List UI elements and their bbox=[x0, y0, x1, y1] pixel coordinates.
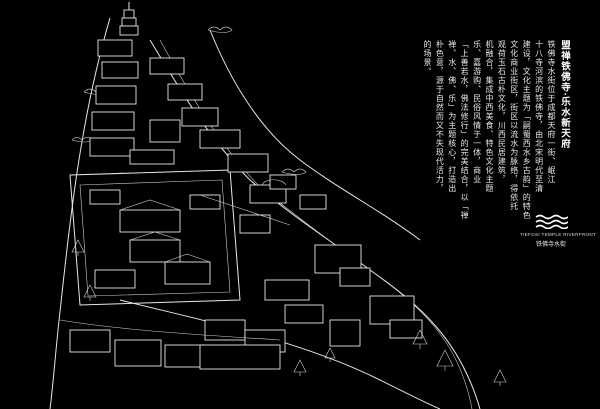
north-street-buildings bbox=[89, 39, 269, 173]
title: 盟禅铁佛寺·乐水新天府 bbox=[559, 40, 570, 150]
wave-logo-icon bbox=[535, 214, 568, 229]
body-line-2: 十八寺河滨的铁佛寺，由北宋明代至清 bbox=[534, 40, 544, 193]
description-text-block: 盟禅铁佛寺·乐水新天府 铁佛寺水街位于成都天府一街、岷江 十八寺河滨的铁佛寺，由… bbox=[372, 40, 572, 220]
body-line-1: 铁佛寺水街位于成都天府一街、岷江 bbox=[547, 40, 556, 184]
body-line-9: 禅、水、佛、乐」为主题核心，打造出 bbox=[447, 40, 457, 193]
body-line-7: 乐、嘉游购、民俗风情于一体，商业 bbox=[472, 40, 482, 184]
body-line-3: 建设，文化主题为「嗣蜀西水乡古韵」的特色 bbox=[522, 40, 532, 220]
cloud-motif-1 bbox=[207, 26, 233, 33]
logo-name-cn: 铁佛寺水街 bbox=[535, 241, 566, 248]
temple-compound bbox=[69, 169, 241, 306]
cloud-motif-4 bbox=[71, 137, 93, 143]
logo: TIEFOSI TEMPLE RIVERFRONT 铁佛寺水街 bbox=[520, 213, 597, 257]
road-edge-bottom bbox=[119, 299, 441, 409]
body-line-5: 观荷玉石古朴文化，川西民居建筑， bbox=[497, 40, 507, 184]
riverside-buildings bbox=[199, 174, 423, 347]
cloud-motif-3 bbox=[281, 168, 307, 175]
body-line-11: 的场景。 bbox=[422, 40, 432, 76]
body-line-10: 朴色意，源于自然而又不失现代活力， bbox=[435, 40, 445, 193]
road-edge-right-top bbox=[209, 29, 421, 241]
body-line-4: 文化商业街区，街区以流水为脉络，得依托 bbox=[509, 40, 519, 211]
road-edge-left bbox=[49, 17, 111, 409]
trees bbox=[71, 239, 507, 386]
body-line-8: 「上善若水，佛法修行」的完美结合，以「禅 bbox=[460, 40, 470, 220]
pagoda-drawing bbox=[119, 2, 139, 36]
body-line-6: 机融合，集成中西美食、特色文化主题 bbox=[484, 40, 494, 193]
logo-name-en: TIEFOSI TEMPLE RIVERFRONT bbox=[520, 232, 597, 237]
south-street-buildings bbox=[59, 319, 286, 370]
